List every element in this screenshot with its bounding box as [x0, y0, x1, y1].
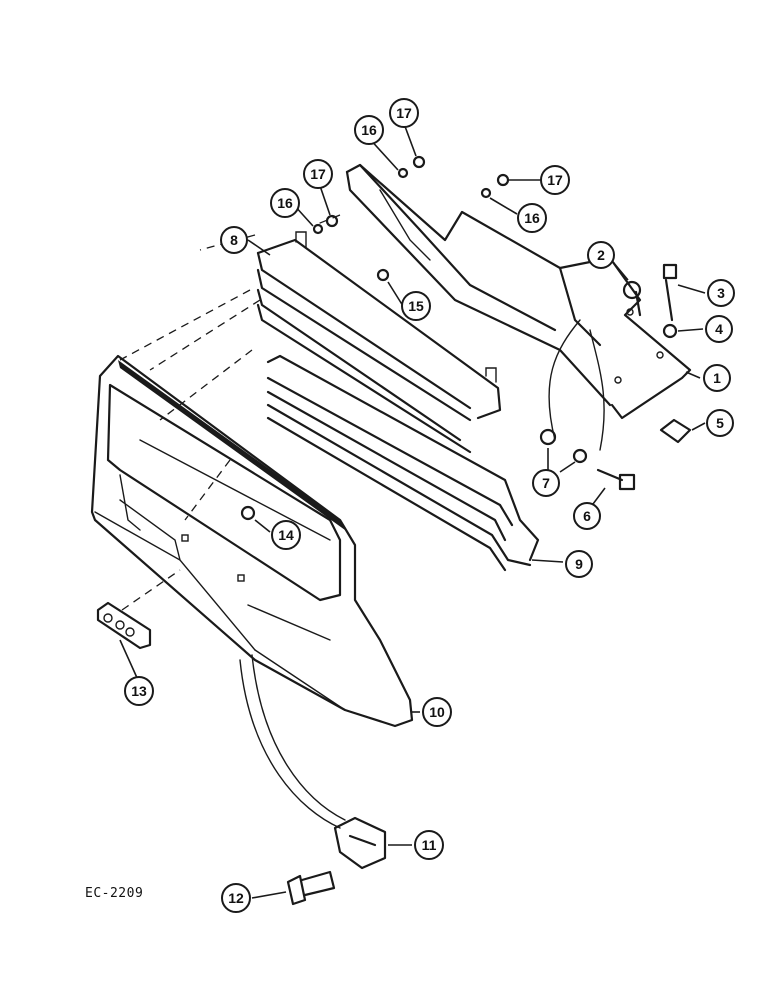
callouts: 1 2 3 4 5 6 7 8 9 10 11 12 13 14 15 16 1… — [124, 98, 735, 913]
callout-14: 14 — [271, 520, 301, 550]
mounting-bracket — [345, 163, 692, 451]
svg-text:5: 5 — [716, 415, 724, 431]
svg-text:16: 16 — [277, 195, 293, 211]
svg-text:16: 16 — [361, 122, 377, 138]
svg-text:13: 13 — [131, 683, 147, 699]
callout-6: 6 — [573, 502, 601, 530]
svg-text:11: 11 — [422, 837, 437, 853]
callout-9: 9 — [565, 550, 593, 578]
callout-7: 7 — [532, 469, 560, 497]
callout-15: 15 — [401, 291, 431, 321]
svg-text:1: 1 — [713, 370, 721, 386]
callout-5: 5 — [706, 409, 734, 437]
svg-text:3: 3 — [717, 285, 725, 301]
surround-frame — [90, 354, 414, 728]
svg-text:7: 7 — [542, 475, 550, 491]
callout-12: 12 — [221, 883, 251, 913]
screw — [286, 870, 336, 906]
svg-text:12: 12 — [228, 890, 244, 906]
svg-text:17: 17 — [396, 105, 412, 121]
callout-10: 10 — [422, 697, 452, 727]
hardware — [240, 155, 692, 521]
svg-text:4: 4 — [715, 321, 723, 337]
callout-16: 16 — [517, 203, 547, 233]
callout-2: 2 — [587, 241, 615, 269]
callout-1: 1 — [703, 364, 731, 392]
terminal-block — [96, 601, 152, 650]
svg-text:6: 6 — [583, 508, 591, 524]
callout-17: 17 — [303, 159, 333, 189]
cable-clip — [239, 654, 387, 870]
svg-text:10: 10 — [429, 704, 445, 720]
svg-text:8: 8 — [230, 232, 238, 248]
svg-text:2: 2 — [597, 247, 605, 263]
callout-17: 17 — [389, 98, 419, 128]
callout-4: 4 — [705, 315, 733, 343]
svg-text:15: 15 — [408, 298, 424, 314]
callout-8: 8 — [220, 226, 248, 254]
callout-16: 16 — [354, 115, 384, 145]
svg-text:9: 9 — [575, 556, 583, 572]
callout-3: 3 — [707, 279, 735, 307]
drawing-reference: EC-2209 — [85, 886, 143, 901]
leader-lines — [119, 120, 706, 899]
callout-13: 13 — [124, 676, 154, 706]
callout-17: 17 — [540, 165, 570, 195]
callout-11: 11 — [414, 830, 444, 860]
svg-text:14: 14 — [278, 527, 294, 543]
svg-text:17: 17 — [310, 166, 326, 182]
svg-text:17: 17 — [547, 172, 563, 188]
callout-16: 16 — [270, 188, 300, 218]
svg-text:16: 16 — [524, 210, 540, 226]
upper-louvre — [256, 231, 502, 454]
lower-louvre — [266, 354, 540, 572]
